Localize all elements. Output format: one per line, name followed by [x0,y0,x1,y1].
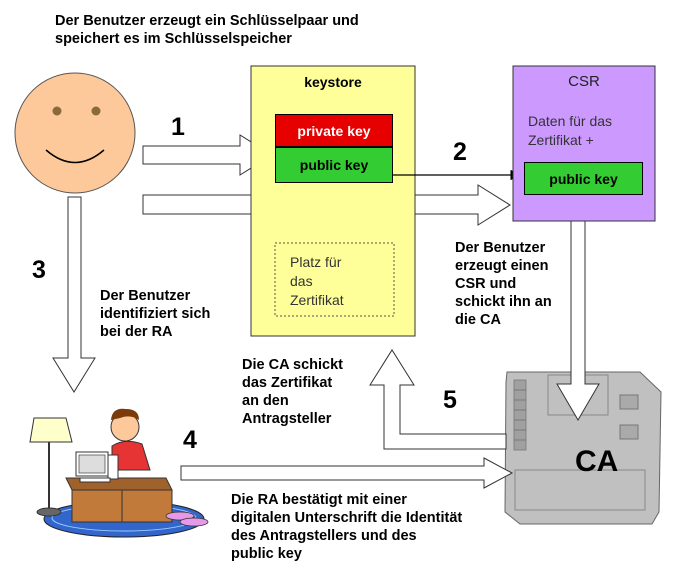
certificate-slot-label: Platz für das Zertifikat [290,254,344,308]
ca-computer-icon [504,371,662,525]
keystore-private-key: private key [275,114,393,147]
ca-label: CA [575,445,619,478]
caption-step5: Die CA schickt das Zertifikat an den Ant… [242,357,343,427]
arrow-step3 [52,196,96,393]
user-face-icon [14,72,136,194]
intro-text: Der Benutzer erzeugt ein Schlüsselpaar u… [55,13,359,47]
keystore-public-key: public key [275,147,393,183]
arrow-step4 [180,457,514,489]
ra-desk-scene-icon [29,408,209,538]
caption-step2: Der Benutzer erzeugt einen CSR und schic… [455,240,552,328]
csr-box [512,65,656,222]
step-number-3: 3 [32,256,46,284]
keystore-public-key-label: public key [299,157,369,173]
csr-data-text: Daten für das Zertifikat + [528,113,613,148]
step-number-1: 1 [171,113,185,141]
caption-step4: Die RA bestätigt mit einer digitalen Unt… [231,492,463,562]
step-number-5: 5 [443,386,457,414]
arrow-csr-to-ca [556,220,600,421]
keystore-box [250,65,416,337]
step-number-2: 2 [453,138,467,166]
csr-title: CSR [568,73,600,90]
caption-step3: Der Benutzer identifiziert sich bei der … [100,288,211,340]
keystore-private-key-label: private key [297,122,371,139]
arrow-step5 [369,349,507,450]
csr-public-key-label: public key [549,170,618,187]
csr-public-key: public key [524,162,643,195]
step-number-4: 4 [183,426,197,454]
keystore-title: keystore [304,74,362,90]
